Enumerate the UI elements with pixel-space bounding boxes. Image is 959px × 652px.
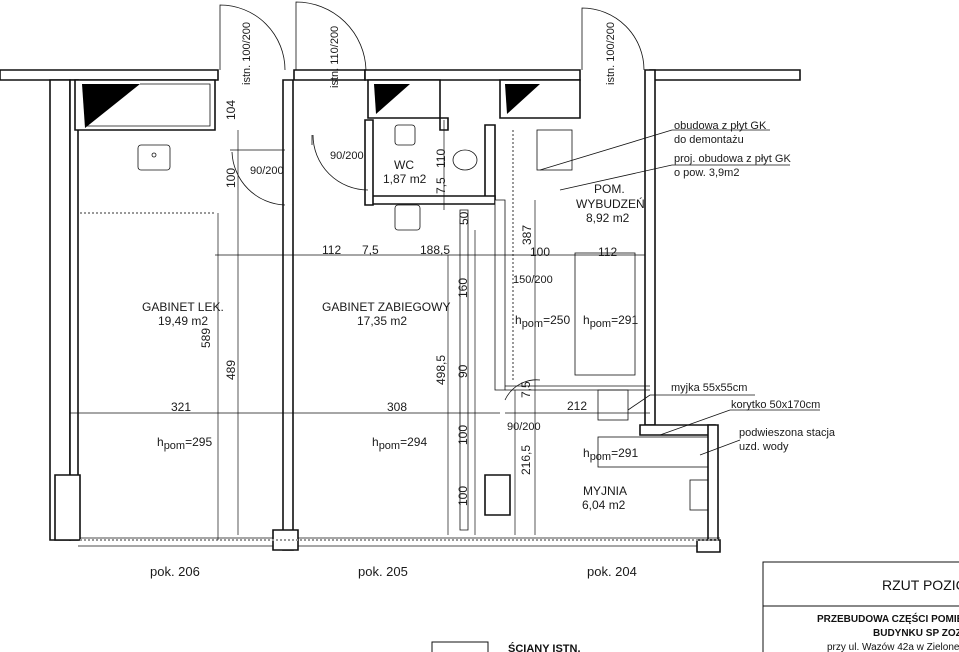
room-area-gabinet-zab: 17,35 m2 [357, 314, 407, 328]
dimension-labels: 104 100 110 7,5 50 387 112 7,5 188,5 100… [171, 100, 617, 506]
dim-7-5a: 7,5 [434, 177, 448, 194]
title-block-line3: przy ul. Wazów 42a w Zielonej [827, 642, 959, 652]
dimension-lines [70, 120, 650, 540]
room-name-wc: WC [394, 158, 414, 172]
room-height-wybudzen: hpom=291 [583, 313, 638, 330]
dim-216-5: 216,5 [519, 445, 533, 475]
dim-308: 308 [387, 400, 407, 414]
dim-321: 321 [171, 400, 191, 414]
room-height-gabinet-lek: hpom=295 [157, 435, 212, 452]
note-myjka: myjka 55x55cm [671, 382, 747, 394]
dim-498-5: 498,5 [434, 355, 448, 385]
dim-100a: 100 [224, 168, 238, 188]
title-block: RZUT POZIC PRZEBUDOWA CZĘŚCI POMIES BUDY… [762, 561, 959, 652]
note-korytko: korytko 50x170cm [731, 399, 820, 411]
dim-7-5c: 7,5 [519, 381, 533, 398]
dim-112a: 112 [322, 243, 341, 257]
room-height-mid: hpom=250 [515, 313, 570, 330]
door-label-1: istn. 100/200 [241, 22, 253, 85]
dim-100d: 100 [456, 486, 470, 506]
room-height-gabinet-zab: hpom=294 [372, 435, 427, 452]
room-name-myjnia: MYJNIA [583, 484, 627, 498]
door-label-3: istn. 100/200 [605, 22, 617, 85]
room-area-wybudzen: 8,92 m2 [586, 211, 630, 225]
notes: obudowa z płyt GK do demontażu proj. obu… [671, 120, 836, 453]
legend: ŚCIANY ISTN. [431, 641, 581, 652]
walls [0, 69, 801, 553]
dim-188-5: 188,5 [420, 243, 450, 257]
dim-489: 489 [224, 360, 238, 380]
rooms-below: pok. 206 pok. 205 pok. 204 [150, 564, 637, 579]
room-below-206: pok. 206 [150, 564, 200, 579]
door-label-7: 90/200 [507, 421, 541, 433]
room-area-myjnia: 6,04 m2 [582, 498, 626, 512]
room-area-gabinet-lek: 19,49 m2 [158, 314, 208, 328]
room-below-205: pok. 205 [358, 564, 408, 579]
dim-110: 110 [434, 149, 448, 168]
dim-50: 50 [457, 211, 471, 225]
note-obudowa-1: obudowa z płyt GK [674, 120, 767, 132]
note-proj-1: proj. obudowa z płyt GK [674, 153, 791, 165]
door-label-2: istn. 110/200 [329, 26, 341, 88]
legend-label: ŚCIANY ISTN. [508, 642, 581, 652]
room-below-204: pok. 204 [587, 564, 637, 579]
dim-104: 104 [224, 100, 238, 120]
dim-160: 160 [456, 278, 470, 298]
title-block-line1: PRZEBUDOWA CZĘŚCI POMIES [817, 612, 959, 625]
dim-7-5b: 7,5 [362, 243, 379, 257]
room-area-wc: 1,87 m2 [383, 172, 427, 186]
door-label-6: 150/200 [513, 274, 553, 286]
note-stacja-2: uzd. wody [739, 441, 789, 453]
room-labels: GABINET LEK. 19,49 m2 hpom=295 GABINET Z… [142, 158, 645, 512]
dim-100c: 100 [456, 425, 470, 445]
title-block-line2: BUDYNKU SP ZOZ [873, 628, 959, 639]
title-block-title: RZUT POZIC [882, 577, 959, 593]
note-obudowa-2: do demontażu [674, 134, 744, 146]
dim-112b: 112 [598, 245, 617, 259]
dim-589: 589 [199, 328, 213, 348]
room-height-myjnia: hpom=291 [583, 446, 638, 463]
door-label-4: 90/200 [250, 165, 284, 177]
dim-387: 387 [520, 225, 534, 245]
doors [219, 1, 645, 401]
door-labels: istn. 100/200 istn. 110/200 istn. 100/20… [241, 22, 617, 433]
note-stacja-1: podwieszona stacja [739, 427, 836, 439]
door-label-5: 90/200 [330, 150, 364, 162]
room-name-wybudzen-1: POM. [594, 182, 625, 196]
note-proj-2: o pow. 3,9m2 [674, 167, 739, 179]
dim-212: 212 [567, 399, 587, 413]
room-name-wybudzen-2: WYBUDZEŃ [576, 196, 645, 211]
room-name-gabinet-zab: GABINET ZABIEGOWY [322, 300, 450, 314]
dim-90: 90 [456, 364, 470, 378]
room-name-gabinet-lek: GABINET LEK. [142, 300, 224, 314]
dim-100b: 100 [530, 245, 550, 259]
note-leaders [539, 129, 820, 456]
